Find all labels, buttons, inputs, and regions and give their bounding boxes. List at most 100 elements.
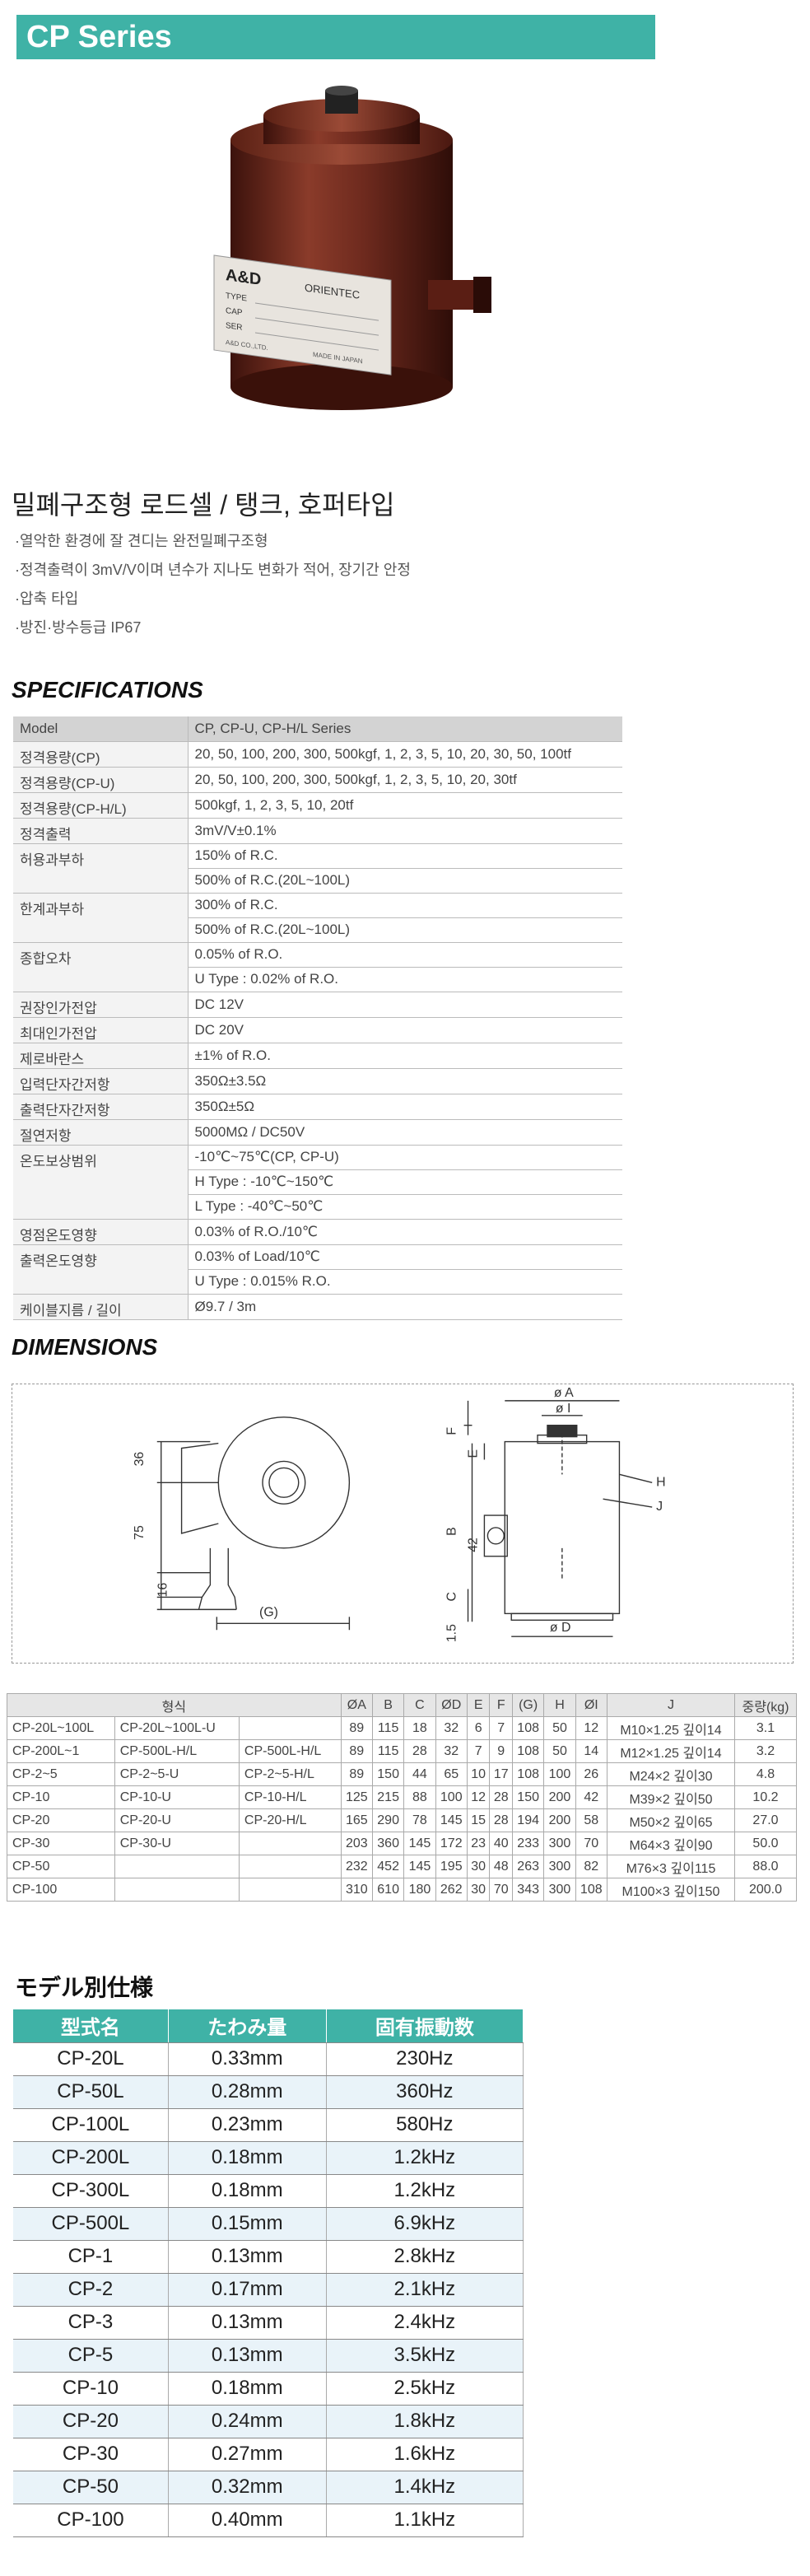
dim-value-cell: 145 <box>403 1855 436 1878</box>
spec-value: 500% of R.C.(20L~100L) <box>188 868 622 894</box>
product-title: 밀폐구조형 로드셀 / 탱크, 호퍼타입 <box>12 490 395 520</box>
spec-value: 500kgf, 1, 2, 3, 5, 10, 20tf <box>188 792 622 819</box>
dim-value-cell: 610 <box>371 1878 405 1902</box>
dim-value-cell: 200.0 <box>734 1878 797 1902</box>
dim-value-cell: 40 <box>489 1832 513 1855</box>
dim-value-cell: 100 <box>435 1785 468 1809</box>
spec-value: L Type : -40℃~50℃ <box>188 1194 622 1220</box>
model-specs-cell: 2.1kHz <box>326 2273 524 2307</box>
model-specs-cell: CP-20L <box>13 2042 169 2076</box>
dim-model-cell: CP-10 <box>7 1785 115 1809</box>
dim-value-cell: M12×1.25 깊이14 <box>606 1739 736 1763</box>
dim-value-cell: 89 <box>340 1762 373 1786</box>
spec-label: 최대인가전압 <box>13 1017 189 1043</box>
dim-value-cell: 42 <box>575 1785 608 1809</box>
dim-value-cell: 27.0 <box>734 1808 797 1832</box>
model-specs-cell: 1.4kHz <box>326 2471 524 2504</box>
dim-header-cell: 중량(kg) <box>734 1693 797 1717</box>
dim-value-cell: 65 <box>435 1762 468 1786</box>
model-specs-cell: 1.8kHz <box>326 2405 524 2438</box>
dim-value-cell: 125 <box>340 1785 373 1809</box>
model-specs-cell: 0.28mm <box>168 2075 327 2109</box>
model-specs-cell: 0.40mm <box>168 2504 327 2537</box>
model-specs-cell: 0.13mm <box>168 2306 327 2340</box>
spec-value: 20, 50, 100, 200, 300, 500kgf, 1, 2, 3, … <box>188 741 622 768</box>
dim-value-cell: 32 <box>435 1716 468 1740</box>
dim-value-cell: M50×2 깊이65 <box>606 1808 736 1832</box>
dim-header-cell: J <box>606 1693 736 1717</box>
dim-value-cell: M39×2 깊이50 <box>606 1785 736 1809</box>
dim-label: 42 <box>466 1538 480 1552</box>
model-specs-cell: 0.17mm <box>168 2273 327 2307</box>
spec-label: 온도보상범위 <box>13 1145 189 1220</box>
dim-header-cell: ØD <box>435 1693 468 1717</box>
dim-model-cell: CP-20L~100L-U <box>114 1716 240 1740</box>
dim-label: ø A <box>554 1386 574 1400</box>
dim-value-cell: 12 <box>575 1716 608 1740</box>
dim-model-cell: CP-20-U <box>114 1808 240 1832</box>
spec-value: 0.05% of R.O. <box>188 942 622 968</box>
model-specs-cell: 360Hz <box>326 2075 524 2109</box>
dim-value-cell: 78 <box>403 1808 436 1832</box>
dim-value-cell: 82 <box>575 1855 608 1878</box>
spec-label: 영점온도영향 <box>13 1219 189 1245</box>
dim-value-cell: 200 <box>543 1808 576 1832</box>
model-specs-cell: 3.5kHz <box>326 2339 524 2373</box>
dim-value-cell: 165 <box>340 1808 373 1832</box>
model-specs-cell: 0.24mm <box>168 2405 327 2438</box>
model-specs-cell: CP-50 <box>13 2471 169 2504</box>
spec-row: 제로바란스±1% of R.O. <box>13 1043 622 1069</box>
front-view-drawing: ø A ø I F E B H J 42 C 1.5 ø D <box>445 1386 666 1642</box>
dim-value-cell: 26 <box>575 1762 608 1786</box>
spec-row: U Type : 0.02% of R.O. <box>13 967 622 992</box>
spec-value: 0.03% of R.O./10℃ <box>188 1219 622 1245</box>
spec-row: L Type : -40℃~50℃ <box>13 1194 622 1220</box>
dim-label: J <box>656 1500 663 1514</box>
model-specs-cell: CP-20 <box>13 2405 169 2438</box>
model-specs-cell: CP-3 <box>13 2306 169 2340</box>
dim-value-cell: 89 <box>340 1739 373 1763</box>
dim-value-cell: 28 <box>489 1785 513 1809</box>
model-specs-cell: CP-10 <box>13 2372 169 2406</box>
model-specs-cell: 0.13mm <box>168 2339 327 2373</box>
dim-value-cell: 215 <box>371 1785 405 1809</box>
model-specs-cell: CP-300L <box>13 2174 169 2208</box>
dim-value-cell: 180 <box>403 1878 436 1902</box>
spec-label: 한계과부하 <box>13 893 189 943</box>
spec-row: 정격용량(CP-H/L)500kgf, 1, 2, 3, 5, 10, 20tf <box>13 792 622 819</box>
spec-row: 500% of R.C.(20L~100L) <box>13 917 622 943</box>
model-specs-cell: CP-200L <box>13 2141 169 2175</box>
dim-value-cell: 10 <box>466 1762 491 1786</box>
dim-value-cell: 48 <box>489 1855 513 1878</box>
dim-model-cell: CP-10-H/L <box>238 1785 342 1809</box>
dim-label: H <box>656 1475 665 1489</box>
spec-value: ±1% of R.O. <box>188 1043 622 1069</box>
dim-value-cell: 88 <box>403 1785 436 1809</box>
dim-value-cell: 4.8 <box>734 1762 797 1786</box>
dim-value-cell: M24×2 깊이30 <box>606 1762 736 1786</box>
model-specs-cell: 0.18mm <box>168 2174 327 2208</box>
dim-value-cell: 172 <box>435 1832 468 1855</box>
dim-model-cell: CP-50 <box>7 1855 115 1878</box>
spec-header-value: CP, CP-U, CP-H/L Series <box>188 716 622 742</box>
dim-label: 36 <box>133 1452 147 1467</box>
model-specs-cell: 0.13mm <box>168 2240 327 2274</box>
dim-value-cell: 3.2 <box>734 1739 797 1763</box>
